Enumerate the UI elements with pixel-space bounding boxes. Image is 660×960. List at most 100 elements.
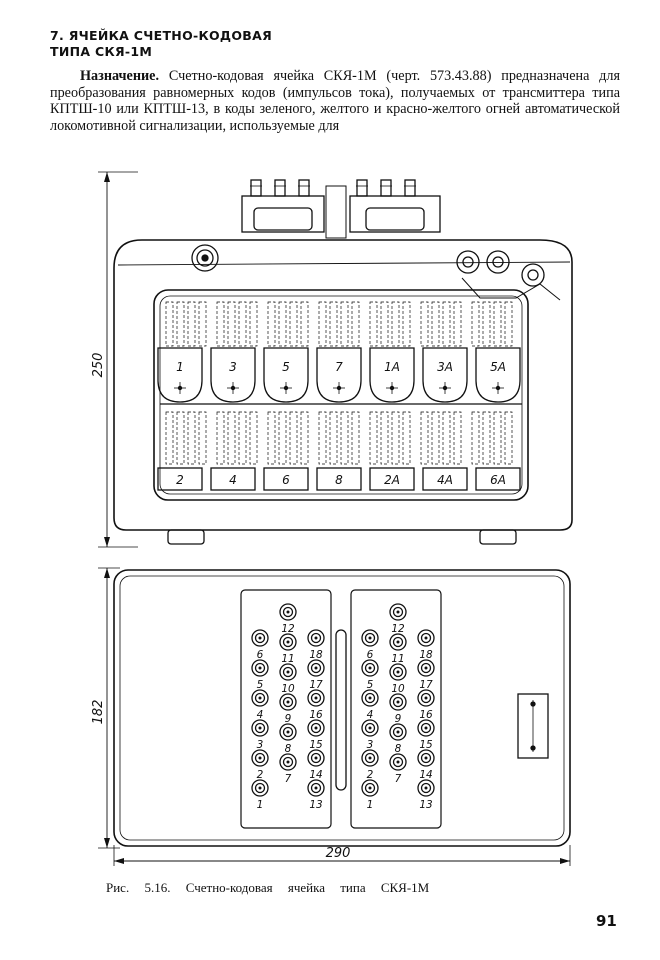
top-terminal-blocks — [241, 179, 441, 239]
relay-plate-lower: 2 — [157, 467, 203, 491]
relay-plate-lower: 6А — [475, 467, 521, 491]
socket — [307, 719, 325, 737]
socket-label: 15 — [419, 739, 433, 751]
socket-label: 7 — [285, 773, 292, 785]
terminal-post — [274, 179, 286, 197]
front-foot-right — [479, 529, 517, 545]
socket — [279, 693, 297, 711]
relay-cap-upper: 5А — [475, 347, 521, 403]
socket — [361, 749, 379, 767]
socket — [279, 633, 297, 651]
socket-label: 11 — [391, 653, 404, 665]
socket — [417, 719, 435, 737]
socket — [279, 603, 297, 621]
side-latch — [517, 693, 549, 759]
relay-window — [153, 289, 529, 501]
relay-plate-label: 6А — [490, 473, 506, 487]
socket — [307, 659, 325, 677]
socket — [389, 693, 407, 711]
relay-plate-label: 6 — [282, 473, 290, 487]
socket-label: 17 — [309, 679, 323, 691]
figure-caption: Рис. 5.16. Счетно-кодовая ячейка типа СК… — [106, 880, 430, 895]
relay-plate-lower: 4А — [422, 467, 468, 491]
socket-label: 2 — [257, 769, 264, 781]
relay-cap-upper: 3 — [210, 347, 256, 403]
relay-cap-upper: 3А — [422, 347, 468, 403]
socket-label: 8 — [395, 743, 402, 755]
socket — [417, 629, 435, 647]
terminal-post — [380, 179, 392, 197]
top-housing — [113, 569, 571, 847]
socket — [251, 629, 269, 647]
relay-plate-lower: 2А — [369, 467, 415, 491]
socket — [417, 749, 435, 767]
relay-plate-lower: 8 — [316, 467, 362, 491]
socket — [361, 779, 379, 797]
socket — [417, 779, 435, 797]
socket-label: 2 — [367, 769, 374, 781]
socket-label: 18 — [309, 649, 323, 661]
section-heading: 7. ЯЧЕЙКА СЧЕТНО-КОДОВАЯ ТИПА СКЯ-1М — [50, 28, 310, 60]
upper-relay-row: 1 3 5 7 1А 3А 5А — [157, 347, 521, 403]
socket — [389, 603, 407, 621]
relay-outlines — [165, 301, 513, 465]
socket-label: 8 — [285, 743, 292, 755]
socket-label: 12 — [281, 623, 295, 635]
relay-cap-label: 5 — [282, 360, 290, 374]
socket-label: 3 — [257, 739, 264, 751]
relay-plate-lower: 4 — [210, 467, 256, 491]
front-height-label: 250 — [91, 353, 106, 378]
socket — [361, 629, 379, 647]
socket-label: 16 — [309, 709, 323, 721]
top-width-label: 290 — [326, 846, 351, 861]
socket-label: 11 — [281, 653, 294, 665]
relay-cap-label: 1А — [384, 360, 400, 374]
socket-label: 16 — [419, 709, 433, 721]
socket — [361, 659, 379, 677]
relay-plate-label: 2А — [384, 473, 400, 487]
left-socket-panel — [240, 589, 332, 829]
socket — [417, 659, 435, 677]
relay-cap-label: 7 — [335, 360, 343, 374]
relay-cap-label: 3 — [229, 360, 237, 374]
socket — [389, 753, 407, 771]
relay-cap-label: 5А — [490, 360, 506, 374]
relay-plate-label: 4 — [229, 473, 237, 487]
socket-label: 3 — [367, 739, 374, 751]
terminal-post — [404, 179, 416, 197]
front-view: 250 1 3 5 7 1А — [91, 171, 573, 548]
relay-plate-label: 4А — [437, 473, 453, 487]
front-housing — [113, 239, 573, 531]
socket-label: 5 — [257, 679, 264, 691]
socket-label: 1 — [257, 799, 264, 811]
socket-label: 6 — [367, 649, 374, 661]
top-width-dimension: 290 — [113, 845, 571, 866]
socket-label: 18 — [419, 649, 433, 661]
socket — [417, 689, 435, 707]
socket-label: 5 — [367, 679, 374, 691]
terminal-post — [250, 179, 262, 197]
heading-line-1: 7. ЯЧЕЙКА СЧЕТНО-КОДОВАЯ — [50, 28, 273, 43]
relay-plate-lower: 6 — [263, 467, 309, 491]
paragraph-text: Счетно-кодовая ячейка СКЯ-1М (черт. 573.… — [50, 68, 621, 134]
socket — [251, 719, 269, 737]
relay-cap-upper: 1А — [369, 347, 415, 403]
top-view: 182 290 12111098765432118171615141312111… — [91, 567, 571, 866]
relay-cap-label: 3А — [437, 360, 453, 374]
center-slot — [335, 629, 347, 791]
relay-plate-label: 2 — [176, 473, 184, 487]
socket-label: 9 — [285, 713, 292, 725]
socket-label: 4 — [367, 709, 374, 721]
relay-cap-upper: 7 — [316, 347, 362, 403]
socket-label: 7 — [395, 773, 402, 785]
socket-label: 17 — [419, 679, 433, 691]
socket — [361, 689, 379, 707]
socket — [251, 779, 269, 797]
socket-label: 1 — [367, 799, 374, 811]
top-height-label: 182 — [91, 700, 106, 725]
paragraph-label: Назначение. — [80, 68, 160, 84]
relay-cap-upper: 5 — [263, 347, 309, 403]
relay-cap-label: 1 — [176, 360, 184, 374]
socket — [279, 753, 297, 771]
